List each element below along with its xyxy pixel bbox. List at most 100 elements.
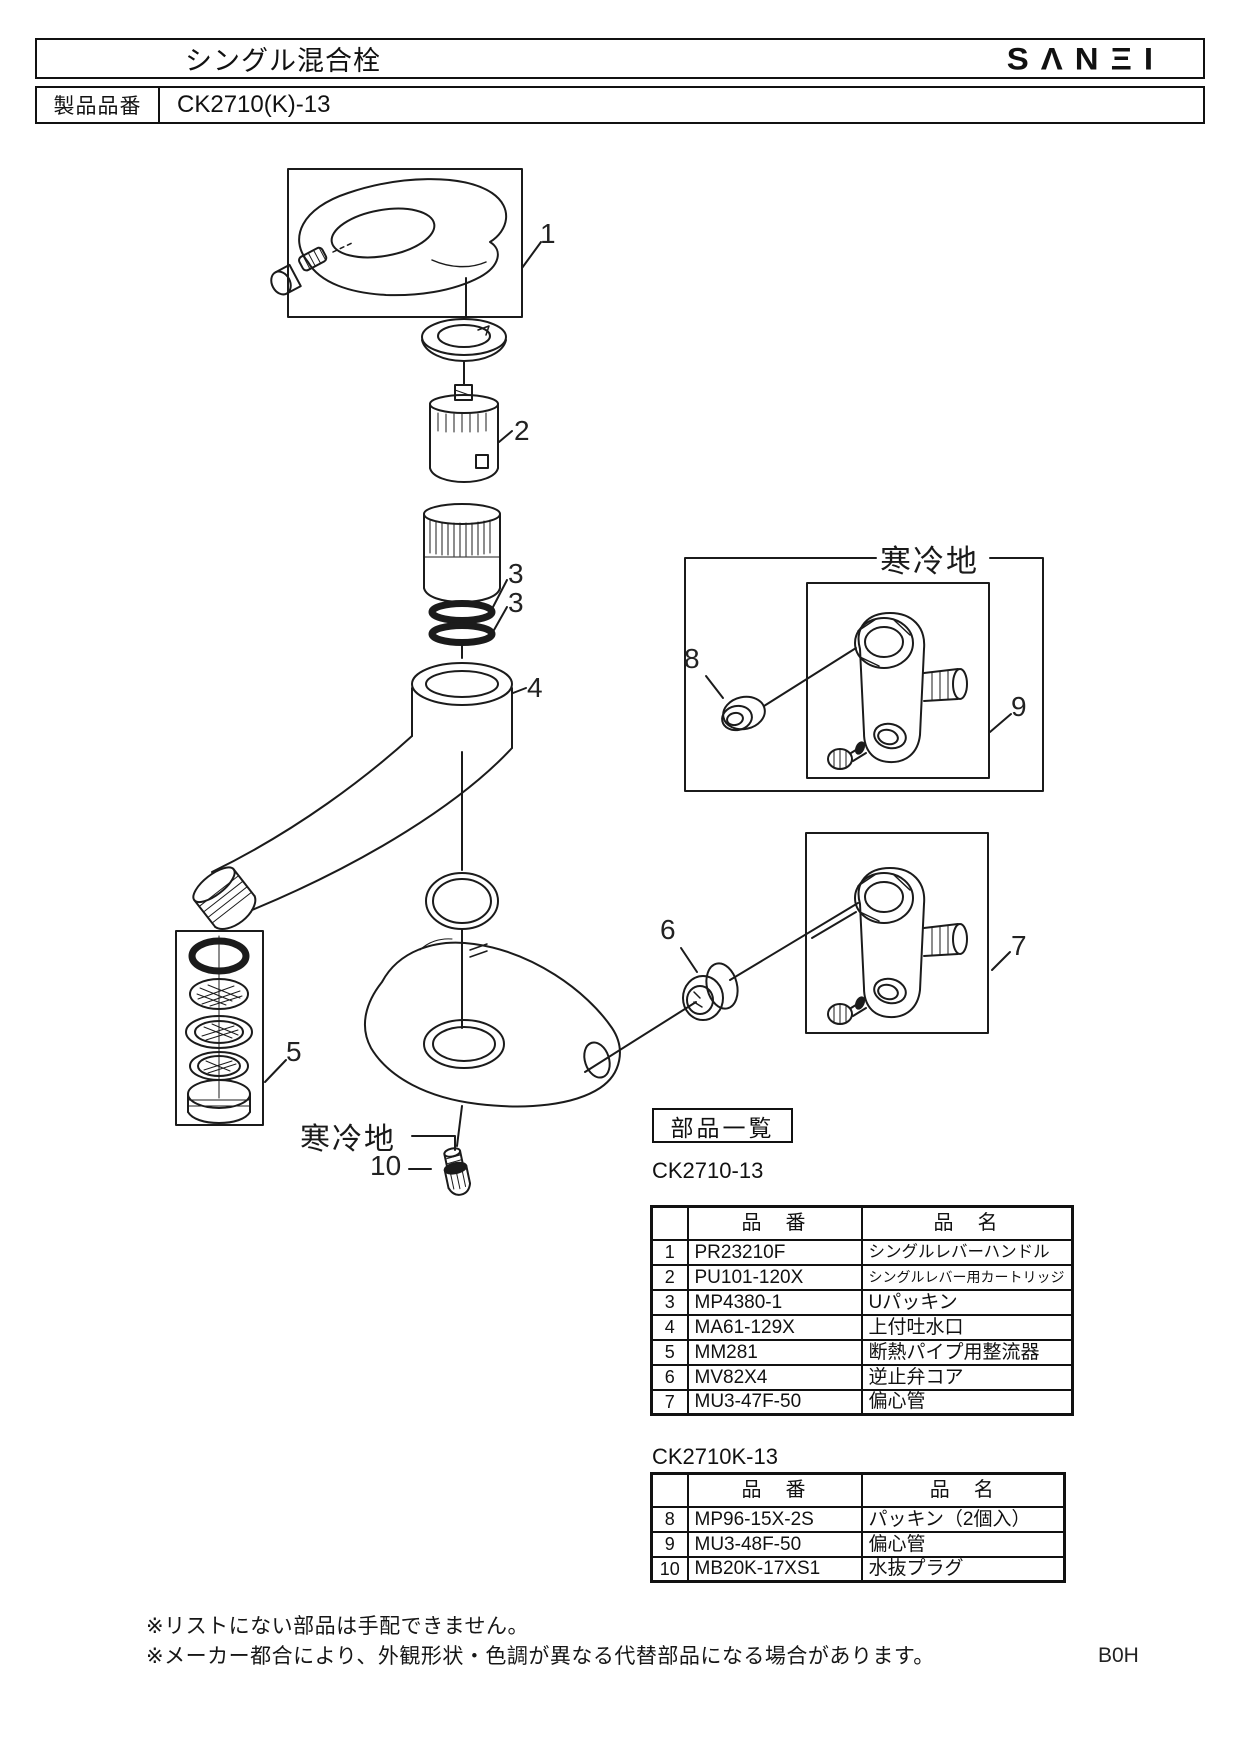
part8-packing bbox=[721, 695, 766, 732]
footnote-2: ※メーカー都合により、外観形状・色調が異なる代替部品になる場合があります。 bbox=[146, 1645, 935, 1668]
leader-line-6 bbox=[680, 947, 698, 973]
axis-line-67b bbox=[729, 902, 859, 981]
part3-packings bbox=[428, 600, 496, 659]
part1-handle-drawing bbox=[270, 178, 508, 317]
part-index: 4 bbox=[650, 1313, 689, 1341]
table-header-row: 品 番 品 名 bbox=[650, 1205, 1073, 1241]
cold-region-label-top: 寒冷地 bbox=[880, 544, 979, 579]
doc-code: B0H bbox=[1098, 1644, 1139, 1667]
leader-line-2 bbox=[498, 430, 513, 443]
part-index: 10 bbox=[650, 1555, 689, 1583]
base-plate-drawing bbox=[363, 938, 621, 1108]
header-part-name: 品 名 bbox=[860, 1205, 1073, 1241]
part-code: MM281 bbox=[686, 1338, 863, 1366]
axis-line-67a bbox=[584, 1001, 697, 1073]
model-label-cold-region: CK2710K-13 bbox=[652, 1444, 778, 1469]
header-part-code: 品 番 bbox=[686, 1472, 863, 1508]
callout-3a: 3 bbox=[508, 558, 524, 589]
callout-2: 2 bbox=[514, 415, 530, 446]
leader-line-9 bbox=[989, 713, 1012, 733]
part10-plug-drawing bbox=[443, 1147, 472, 1196]
part1-box bbox=[287, 168, 523, 318]
footnote-1: ※リストにない部品は手配できません。 bbox=[146, 1615, 529, 1638]
part-code: MP96-15X-2S bbox=[686, 1505, 863, 1533]
part-index: 1 bbox=[650, 1238, 689, 1266]
leader-line-8 bbox=[705, 675, 724, 699]
part-name: 断熱パイプ用整流器 bbox=[860, 1338, 1073, 1366]
leader-line-5 bbox=[264, 1059, 287, 1083]
callout-8: 8 bbox=[684, 643, 700, 674]
part-code: MP4380-1 bbox=[686, 1288, 863, 1316]
part6-valve-drawing bbox=[682, 962, 739, 1021]
leader-line-8-9 bbox=[763, 647, 857, 707]
part-name: シングルレバー用カートリッジ bbox=[860, 1263, 1073, 1291]
part-index: 9 bbox=[650, 1530, 689, 1558]
header-part-name: 品 名 bbox=[860, 1472, 1066, 1508]
part4-spout bbox=[192, 735, 513, 930]
part-code: MV82X4 bbox=[686, 1363, 863, 1391]
retaining-ring-drawing bbox=[421, 318, 507, 385]
part-name: シングルレバーハンドル bbox=[860, 1238, 1073, 1266]
handle-cap bbox=[270, 263, 302, 296]
part-name: 上付吐水口 bbox=[860, 1313, 1073, 1341]
part9-box bbox=[806, 582, 990, 779]
parts-list-heading: 部品一覧 bbox=[652, 1108, 793, 1143]
axis-line-7 bbox=[811, 911, 857, 939]
header-blank bbox=[650, 1472, 689, 1508]
part-name: 水抜プラグ bbox=[860, 1555, 1066, 1583]
part-index: 7 bbox=[650, 1388, 689, 1416]
callout-1: 1 bbox=[540, 218, 556, 249]
part-index: 2 bbox=[650, 1263, 689, 1291]
part-index: 6 bbox=[650, 1363, 689, 1391]
model-label-standard: CK2710-13 bbox=[652, 1158, 764, 1183]
cold-region-label-bottom: 寒冷地 bbox=[300, 1123, 396, 1156]
callout-7: 7 bbox=[1011, 930, 1027, 961]
title-bar: シングル混合栓 SΛNΞI bbox=[35, 38, 1205, 79]
part-index: 5 bbox=[650, 1338, 689, 1366]
part-index: 3 bbox=[650, 1288, 689, 1316]
part-name: 偏心管 bbox=[860, 1530, 1066, 1558]
leader-line-3b bbox=[493, 606, 508, 631]
product-number-label: 製品品番 bbox=[37, 88, 160, 122]
callout-4: 4 bbox=[527, 672, 543, 703]
product-number-value: CK2710(K)-13 bbox=[177, 91, 331, 118]
part-name: 偏心管 bbox=[860, 1388, 1073, 1416]
part3-shank-drawing bbox=[423, 503, 501, 603]
part-name: パッキン（2個入） bbox=[860, 1505, 1066, 1533]
part-code: MB20K-17XS1 bbox=[686, 1555, 863, 1583]
sanei-logo: SΛNΞI bbox=[1006, 40, 1165, 76]
callout-3b: 3 bbox=[508, 587, 524, 618]
product-number-bar: 製品品番 CK2710(K)-13 bbox=[35, 86, 1205, 124]
leader-line-1 bbox=[521, 241, 542, 269]
part-name: 逆止弁コア bbox=[860, 1363, 1073, 1391]
cold-region-top-box bbox=[684, 557, 1044, 792]
callout-9: 9 bbox=[1011, 691, 1027, 722]
part-code: MA61-129X bbox=[686, 1313, 863, 1341]
cold-region-bottom-bracket bbox=[411, 1135, 456, 1151]
part7-box bbox=[805, 832, 989, 1034]
gasket-ring bbox=[425, 872, 499, 1029]
part2-cartridge-drawing bbox=[429, 384, 499, 483]
part-code: MU3-47F-50 bbox=[686, 1388, 863, 1416]
leader-line-7 bbox=[991, 951, 1011, 971]
table-header-row: 品 番 品 名 bbox=[650, 1472, 1066, 1508]
part-code: PU101-120X bbox=[686, 1263, 863, 1291]
part-index: 8 bbox=[650, 1505, 689, 1533]
part5-box bbox=[175, 930, 264, 1126]
part4-body-drawing bbox=[411, 662, 513, 749]
handle-screw bbox=[298, 246, 328, 272]
